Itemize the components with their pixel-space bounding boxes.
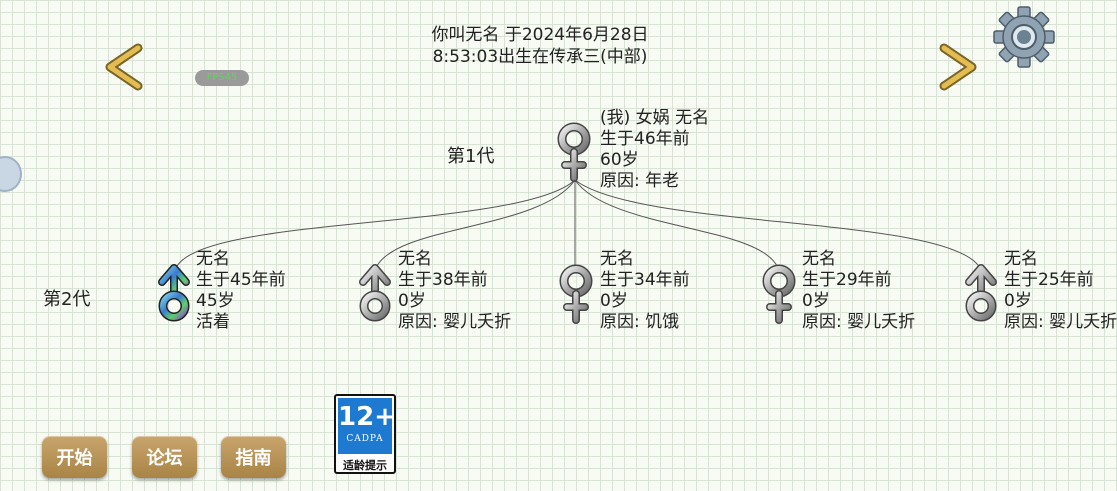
person-born: 生于38年前 <box>398 270 488 290</box>
guide-button[interactable]: 指南 <box>221 436 286 478</box>
age-rating-hint: 适龄提示 <box>343 459 387 472</box>
child-1-symbol[interactable] <box>156 264 192 322</box>
child-4-info: 无名 生于29年前 0岁 原因: 婴儿夭折 <box>802 249 915 333</box>
next-button[interactable] <box>938 42 982 92</box>
person-status: 原因: 饥饿 <box>600 312 680 332</box>
child-5-info: 无名 生于25年前 0岁 原因: 婴儿夭折 <box>1004 249 1117 333</box>
female-symbol-icon <box>762 264 796 324</box>
person-age: 0岁 <box>802 291 830 311</box>
person-status: 原因: 年老 <box>600 171 680 191</box>
female-symbol-icon <box>557 122 591 182</box>
person-age: 60岁 <box>600 150 639 170</box>
person-status: 活着 <box>196 312 230 332</box>
root-person-info: (我) 女娲 无名 生于46年前 60岁 原因: 年老 <box>600 108 709 192</box>
fps-badge: FPS45 <box>195 70 249 86</box>
person-status: 原因: 婴儿夭折 <box>802 312 916 332</box>
prev-button[interactable] <box>100 42 144 92</box>
child-2-symbol[interactable] <box>357 264 393 322</box>
child-1-info: 无名 生于45年前 45岁 活着 <box>196 249 286 333</box>
person-age: 45岁 <box>196 291 235 311</box>
root-person[interactable] <box>556 122 592 184</box>
person-age: 0岁 <box>600 291 628 311</box>
start-button[interactable]: 开始 <box>42 436 107 478</box>
age-rating-org: CADPA <box>346 434 384 444</box>
birth-info-line2: 8:53:03出生在传承三(中部) <box>432 47 648 67</box>
child-3-symbol[interactable] <box>558 264 594 326</box>
person-status: 原因: 婴儿夭折 <box>1004 312 1117 332</box>
birth-info-line1: 你叫无名 于2024年6月28日 <box>431 25 649 45</box>
person-age: 0岁 <box>1004 291 1032 311</box>
child-5-info-clip: 无名 生于25年前 0岁 原因: 婴儿夭折 <box>1004 249 1117 333</box>
person-born: 生于25年前 <box>1004 270 1094 290</box>
generation-1-label: 第1代 <box>447 146 495 167</box>
child-3-info: 无名 生于34年前 0岁 原因: 饥饿 <box>600 249 690 333</box>
person-name: (我) 女娲 无名 <box>600 108 710 128</box>
family-tree-lines <box>175 179 981 269</box>
chevron-left-icon <box>105 43 143 91</box>
age-rating-number: 12+ <box>338 402 396 432</box>
child-5-symbol[interactable] <box>963 264 999 322</box>
gear-icon <box>993 6 1055 68</box>
settings-button[interactable] <box>992 5 1056 69</box>
person-born: 生于29年前 <box>802 270 892 290</box>
child-4-symbol[interactable] <box>761 264 797 326</box>
generation-2-label: 第2代 <box>43 289 91 310</box>
person-name: 无名 <box>1004 249 1038 269</box>
male-symbol-icon <box>965 264 997 322</box>
age-rating-panel: 12+ CADPA <box>338 398 396 454</box>
female-symbol-icon <box>559 264 593 324</box>
male-symbol-icon <box>359 264 391 322</box>
person-born: 生于46年前 <box>600 129 690 149</box>
person-born: 生于34年前 <box>600 270 690 290</box>
person-name: 无名 <box>802 249 836 269</box>
person-name: 无名 <box>398 249 432 269</box>
chevron-right-icon <box>939 43 977 91</box>
child-2-info: 无名 生于38年前 0岁 原因: 婴儿夭折 <box>398 249 511 333</box>
person-status: 原因: 婴儿夭折 <box>398 312 512 332</box>
person-name: 无名 <box>196 249 230 269</box>
male-symbol-icon <box>158 264 190 322</box>
person-age: 0岁 <box>398 291 426 311</box>
person-born: 生于45年前 <box>196 270 286 290</box>
forum-button[interactable]: 论坛 <box>132 436 197 478</box>
person-name: 无名 <box>600 249 634 269</box>
age-rating-badge: 12+ CADPA 适龄提示 <box>334 394 396 474</box>
